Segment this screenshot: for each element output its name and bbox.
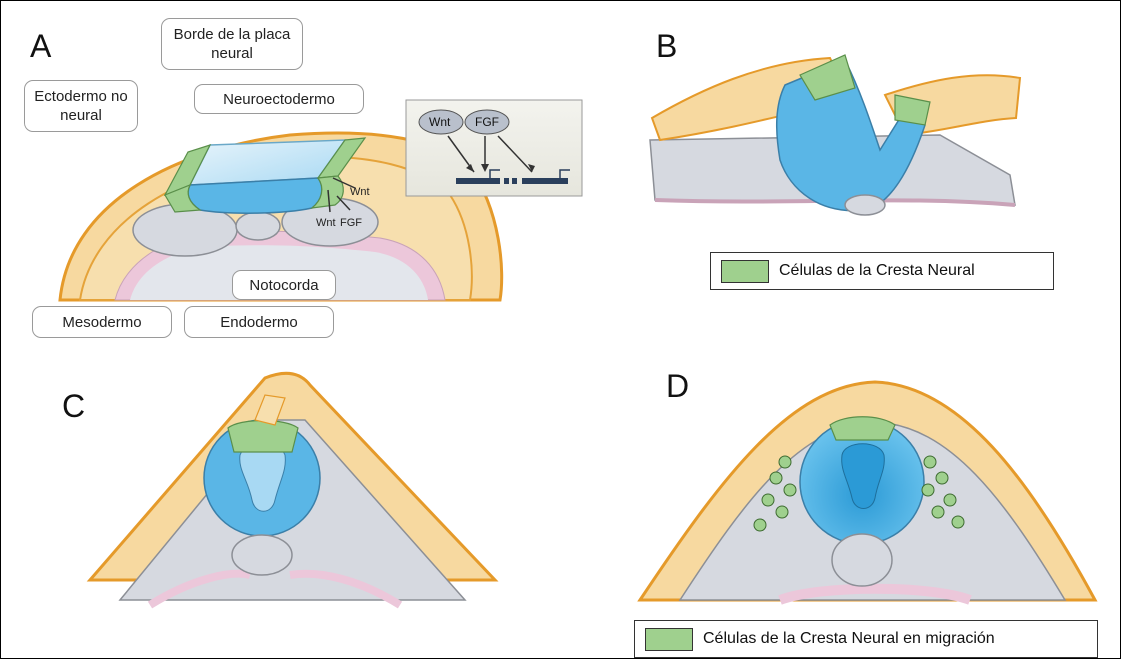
panel-a-wnt-label-1: Wnt xyxy=(350,186,370,198)
panel-d-crest xyxy=(830,417,895,440)
panel-letter-a: A xyxy=(30,28,51,65)
legend-neural-crest: Células de la Cresta Neural xyxy=(710,252,1054,290)
inset-wnt-label: Wnt xyxy=(429,115,451,129)
panel-letter-d: D xyxy=(666,368,689,405)
legend-migration-swatch xyxy=(645,628,693,651)
label-endodermo: Endodermo xyxy=(184,306,334,338)
panel-letter-c: C xyxy=(62,388,85,425)
panel-a-notochord xyxy=(236,212,280,240)
signaling-inset: Wnt FGF xyxy=(406,100,582,196)
panel-d-notochord xyxy=(832,534,892,586)
label-notocorda: Notocorda xyxy=(232,270,336,300)
legend-migration-label: Células de la Cresta Neural en migración xyxy=(703,630,995,648)
label-ectodermo-no-neural: Ectodermo no neural xyxy=(24,80,138,132)
panel-d-diagram xyxy=(640,382,1095,600)
label-borde-placa-neural: Borde de la placa neural xyxy=(161,18,303,70)
legend-neural-crest-swatch xyxy=(721,260,769,283)
legend-neural-crest-migration: Células de la Cresta Neural en migración xyxy=(634,620,1098,658)
inset-gene-dot-1 xyxy=(504,178,509,184)
panel-c-crest xyxy=(228,421,298,453)
inset-gene-dot-2 xyxy=(512,178,517,184)
panel-c-diagram xyxy=(90,373,495,605)
inset-gene-1 xyxy=(456,178,500,184)
label-neuroectodermo: Neuroectodermo xyxy=(194,84,364,114)
panel-letter-b: B xyxy=(656,28,677,65)
panel-a-neural-plate xyxy=(188,178,322,213)
label-mesodermo: Mesodermo xyxy=(32,306,172,338)
inset-fgf-label: FGF xyxy=(475,115,499,129)
inset-gene-2 xyxy=(522,178,568,184)
panel-a-wnt-label-2: Wnt xyxy=(316,217,336,229)
legend-neural-crest-label: Células de la Cresta Neural xyxy=(779,262,975,280)
panel-a-fgf-label: FGF xyxy=(340,217,362,229)
panel-c-notochord xyxy=(232,535,292,575)
panel-b-notochord xyxy=(845,195,885,215)
panel-b-diagram xyxy=(650,55,1020,215)
